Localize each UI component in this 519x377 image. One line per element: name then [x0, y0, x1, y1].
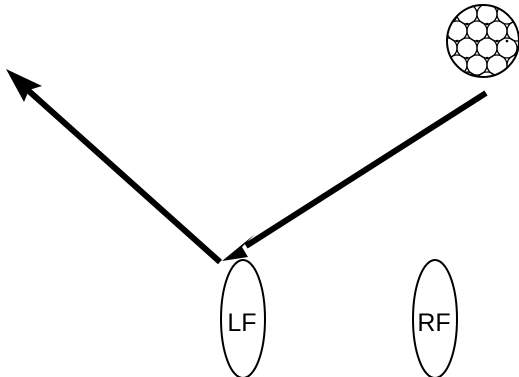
outgoing-ball-arrow — [6, 69, 223, 265]
incoming-ball-arrow — [222, 90, 488, 261]
left-foot-label: LF — [227, 309, 256, 337]
right-foot-label: RF — [417, 309, 450, 337]
right-foot: RF — [412, 259, 458, 377]
soccer-ball-icon — [446, 4, 519, 78]
left-foot: LF — [220, 259, 266, 377]
